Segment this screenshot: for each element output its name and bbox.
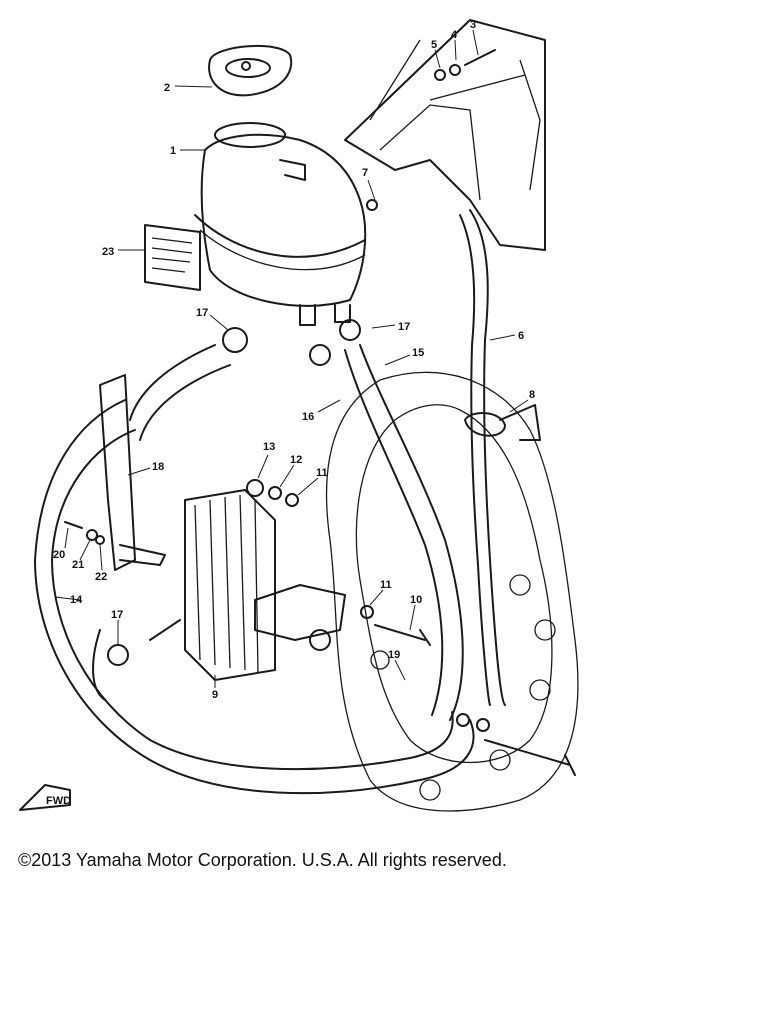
callout-16: 16: [302, 411, 314, 423]
parts-diagram: FWD 1 2 3 4 5 6 7: [19, 19, 579, 812]
leader-lines: [54, 29, 529, 688]
callout-17c: 17: [111, 609, 123, 621]
hoses: [34, 209, 506, 795]
callout-21: 21: [72, 559, 84, 571]
callout-18: 18: [152, 461, 164, 473]
callout-13: 13: [263, 441, 275, 453]
copyright-notice: ©2013 Yamaha Motor Corporation. U.S.A. A…: [18, 850, 507, 870]
bracket: [99, 374, 166, 571]
fwd-label: FWD: [46, 795, 71, 807]
callout-19: 19: [388, 649, 400, 661]
callout-9: 9: [212, 689, 218, 701]
callout-12: 12: [290, 454, 302, 466]
fwd-marker: FWD: [19, 784, 71, 811]
callout-11a: 11: [380, 579, 392, 591]
radiator-cap: [208, 44, 293, 97]
reservoir-tank: [194, 122, 367, 326]
callout-2: 2: [164, 82, 170, 94]
callout-4: 4: [451, 29, 458, 41]
callout-3: 3: [470, 19, 476, 31]
frame-bracket: [344, 19, 546, 251]
callout-6: 6: [518, 330, 524, 342]
callout-labels: 1 2 3 4 5 6 7 8 9 10 11 11 12 13 14 15 1…: [53, 19, 535, 701]
hose-clamps: [107, 319, 541, 666]
callout-7: 7: [362, 167, 368, 179]
callout-22: 22: [95, 571, 107, 583]
callout-17a: 17: [196, 307, 208, 319]
callout-8: 8: [529, 389, 535, 401]
oil-cooler: [184, 489, 346, 681]
callout-15: 15: [412, 347, 424, 359]
callout-23: 23: [102, 246, 114, 258]
callout-17b: 17: [398, 321, 410, 333]
bolts-washers: [64, 49, 576, 776]
warning-label-plate: [144, 224, 201, 291]
callout-1: 1: [170, 145, 176, 157]
callout-14: 14: [70, 594, 83, 606]
callout-5: 5: [431, 39, 437, 51]
callout-20: 20: [53, 549, 65, 561]
callout-10: 10: [410, 594, 422, 606]
callout-11b: 11: [316, 467, 328, 479]
